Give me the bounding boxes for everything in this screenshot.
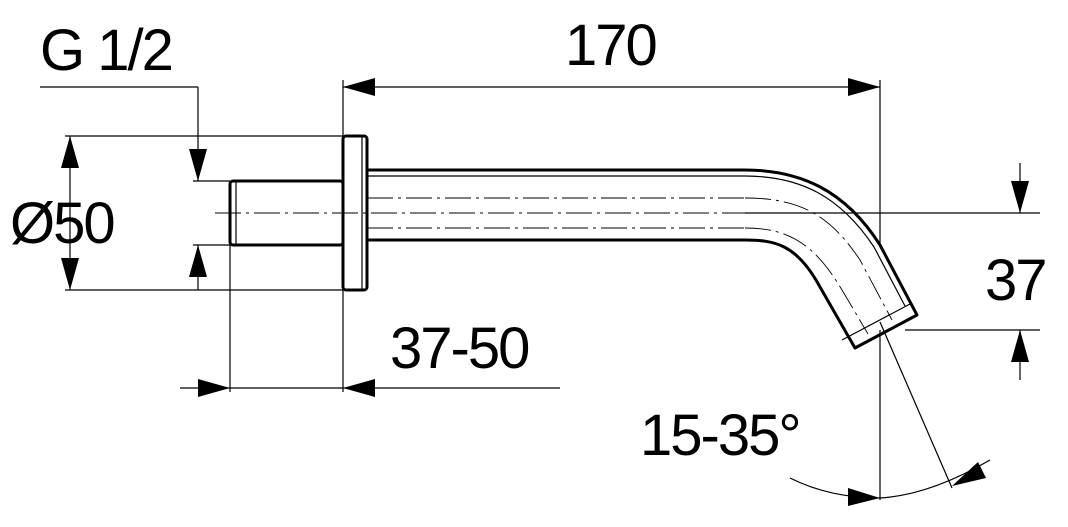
center-lines bbox=[215, 197, 893, 335]
thread-label: G 1/2 bbox=[40, 18, 172, 83]
spout-outlet-edge bbox=[841, 303, 911, 341]
dimension-wall-range: 37-50 bbox=[180, 316, 560, 397]
dimension-thread: G 1/2 bbox=[40, 18, 207, 290]
projection-label: 37 bbox=[985, 248, 1046, 313]
dimension-angle: 15-35° bbox=[640, 403, 991, 506]
length-label: 170 bbox=[565, 13, 656, 78]
dimension-length: 170 bbox=[343, 13, 880, 96]
spout-part-outline bbox=[228, 134, 919, 350]
extension-lines bbox=[65, 80, 1040, 500]
angle-label: 15-35° bbox=[640, 403, 800, 468]
diameter-label: Ø50 bbox=[10, 191, 114, 256]
dimension-projection: 37 bbox=[985, 163, 1048, 380]
wall-range-label: 37-50 bbox=[390, 316, 528, 381]
dimension-diameter: Ø50 bbox=[10, 136, 116, 290]
